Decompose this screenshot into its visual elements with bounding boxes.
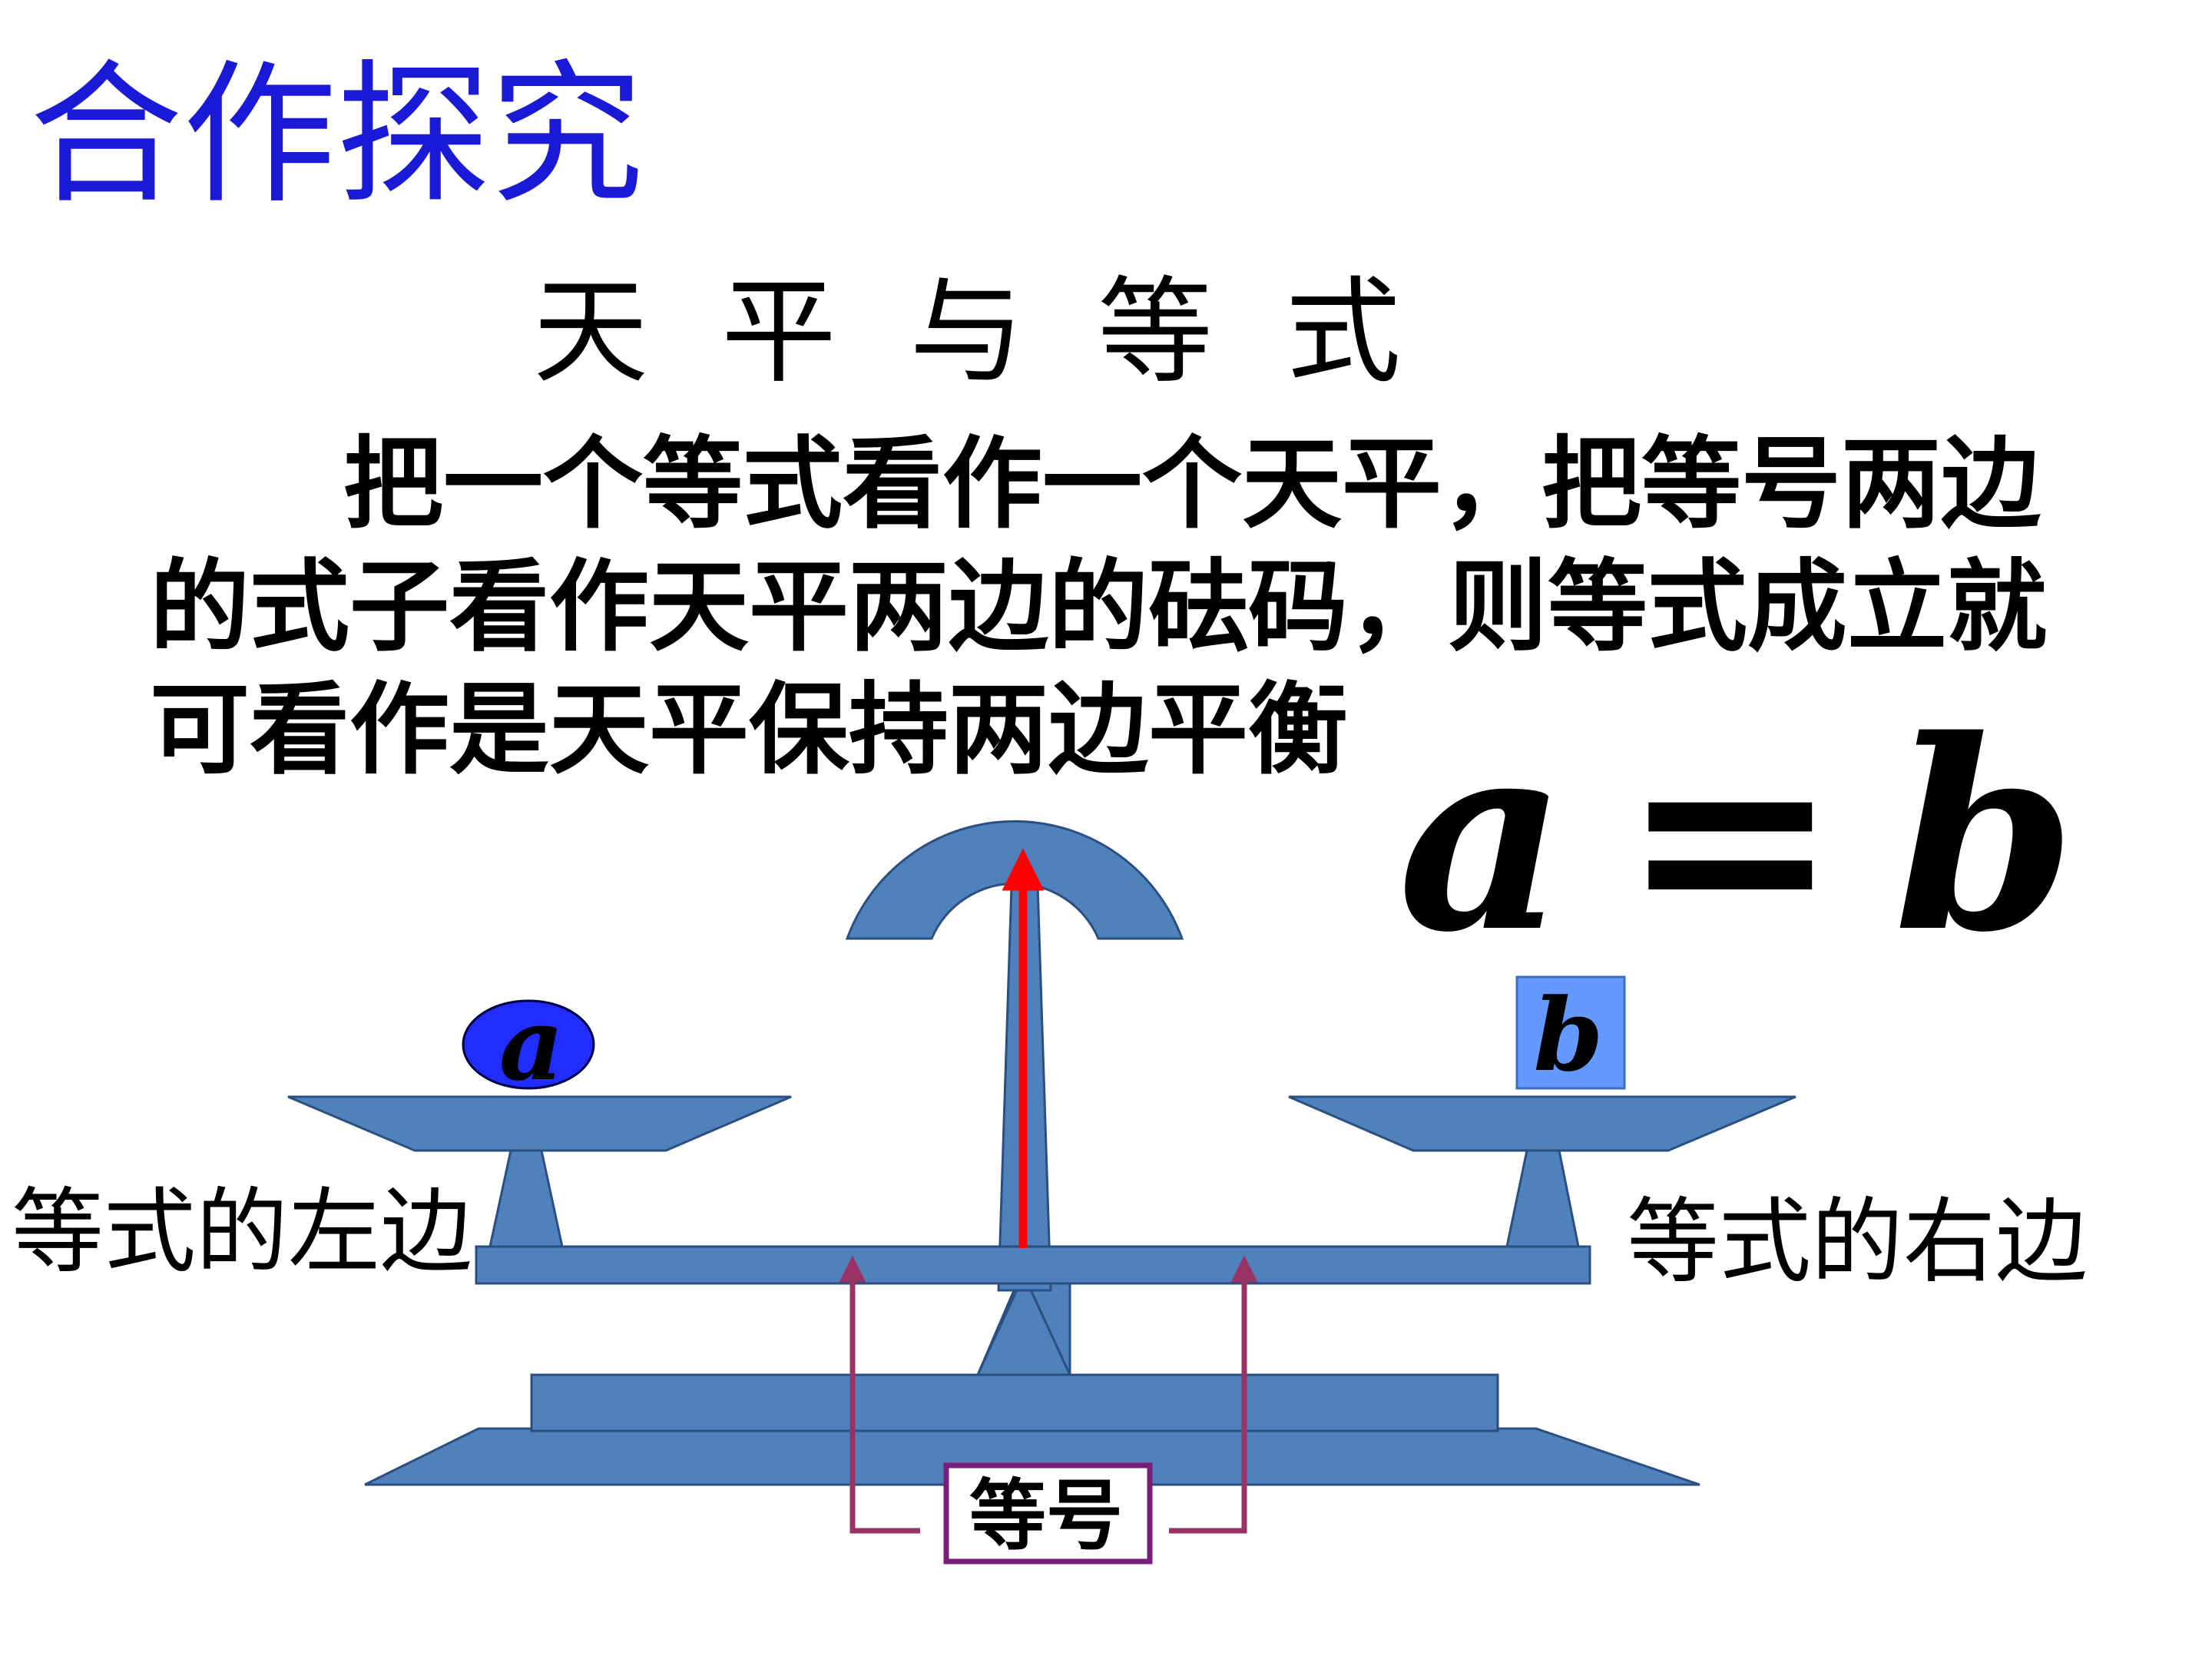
balance-platform [530,1373,1499,1432]
bracket-arrow-left [839,1255,920,1534]
balance-fulcrum-tip [975,1272,1072,1376]
paragraph-line: 的式子看作天平两边的砝码，则等式成立就 [150,548,2048,665]
balance-beam [475,1245,1591,1285]
weight-b-label: b [1534,976,1604,1094]
page-title: 合作探究 [29,46,644,225]
paragraph-line: 可看作是天平保持两边平衡 [150,671,1349,788]
weight-a-label: a [499,985,564,1103]
equal-sign-box [943,1462,1153,1565]
equation-left: a [1398,684,1568,990]
subtitle: 天平与等式 [533,266,1475,399]
bracket-arrow-right [1169,1255,1258,1534]
right-side-label: 等式的右边 [1627,1189,2088,1296]
left-pan [287,1095,792,1152]
weight-b [1515,975,1626,1090]
equation-sign: = [1621,684,1840,990]
paragraph-line: 把一个等式看作一个天平，把等号两边 [343,426,2041,542]
equation-right: b [1893,684,2076,990]
left-side-label: 等式的左边 [12,1179,472,1286]
right-pan [1288,1095,1796,1152]
right-pan-stem [1505,1149,1580,1248]
equal-sign-label: 等号 [969,1471,1123,1561]
weight-a [462,999,595,1090]
left-pan-stem [488,1149,564,1248]
equation: a=b [1398,691,2076,983]
